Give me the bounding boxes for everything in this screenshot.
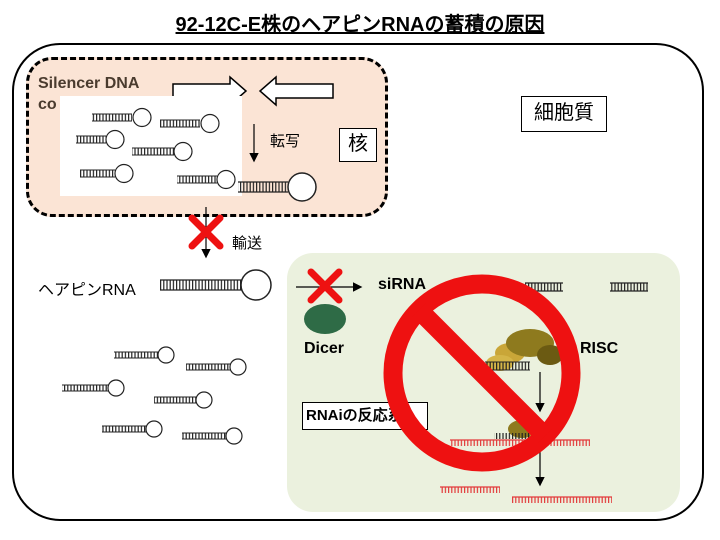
sirna-label: siRNA	[378, 276, 427, 293]
silencer-dna-label: Silencer DNA	[38, 75, 140, 92]
cell-outline	[12, 43, 704, 521]
left-arrow-icon	[258, 75, 334, 107]
cytoplasm-label: 細胞質	[521, 96, 607, 132]
hairpin-rna-icon	[160, 269, 272, 301]
hairpin-rna-label: ヘアピンRNA	[38, 282, 136, 299]
sirna-duplex	[445, 282, 648, 292]
dicer-icon	[304, 304, 346, 334]
transport-label: 輸送	[232, 235, 263, 252]
nucleus-label: 核	[339, 128, 377, 162]
hairpin-rna-icon	[238, 172, 317, 202]
risc-label: RISC	[580, 340, 619, 357]
target-mrna	[440, 439, 612, 503]
construct-label-partial: co	[38, 96, 57, 113]
page-title: 92-12C-E株のヘアピンRNAの蓄積の原因	[175, 14, 545, 36]
hairpin-rna-icon	[76, 107, 236, 190]
cross-mark-icon	[307, 268, 343, 304]
hairpin-rna-icon	[62, 346, 247, 445]
dicer-label: Dicer	[304, 340, 345, 357]
rnai-reaction-label: RNAiの反応系	[302, 402, 428, 430]
transcription-label: 転写	[270, 133, 301, 150]
cross-mark-icon	[188, 214, 224, 250]
risc-icon	[494, 420, 551, 440]
risc-icon	[485, 329, 563, 371]
